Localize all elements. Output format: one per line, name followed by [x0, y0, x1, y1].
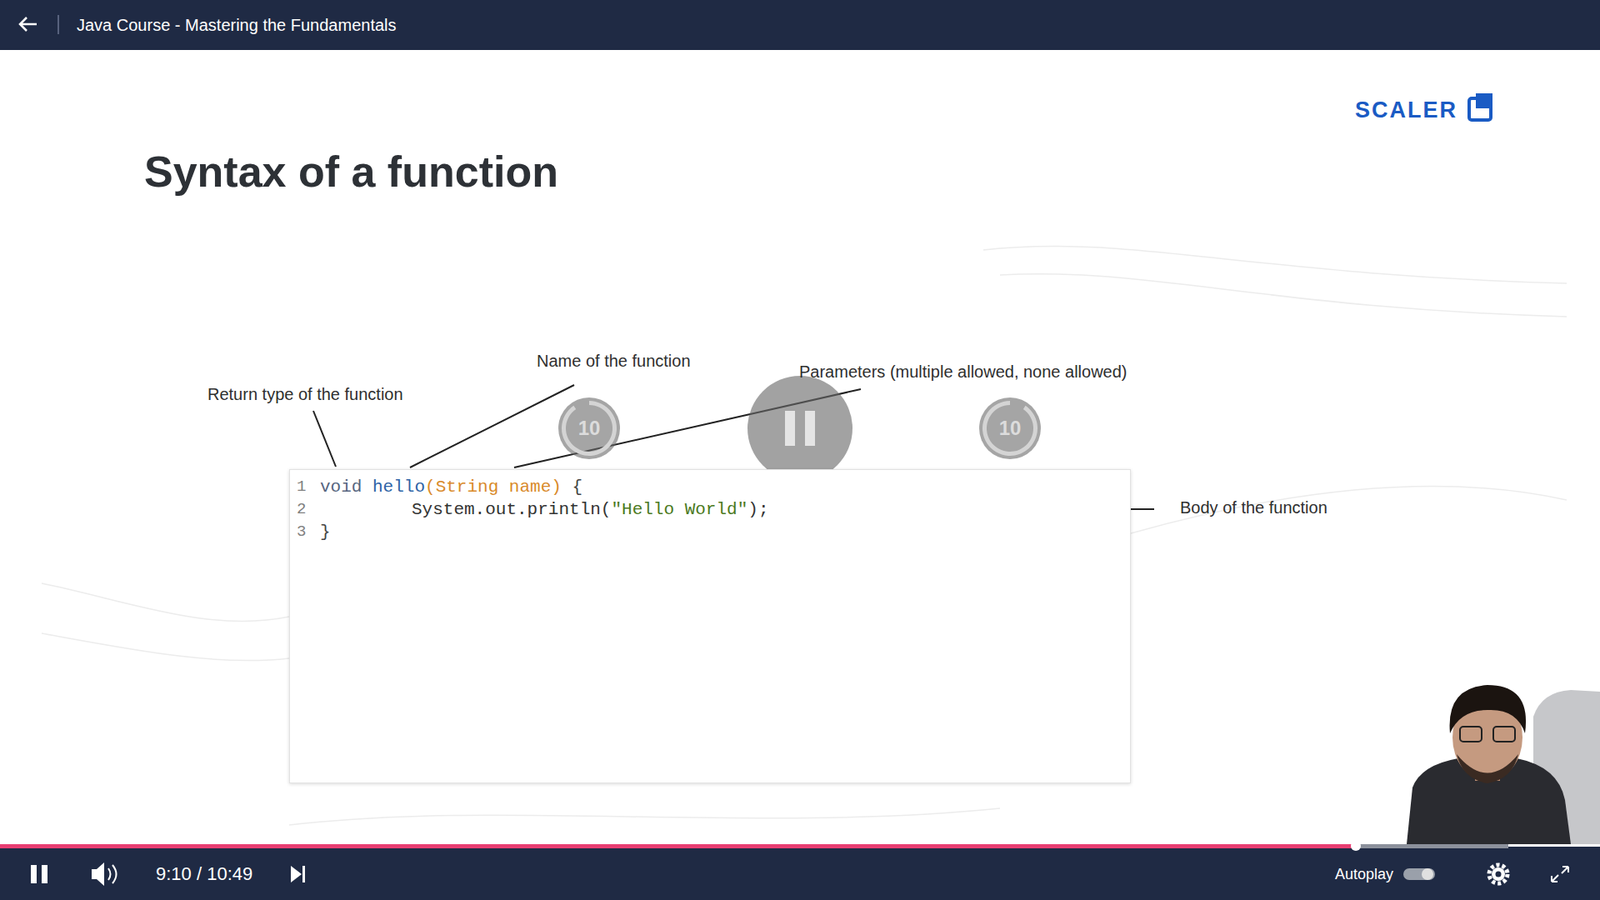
code-line: 1 void hello(String name) { — [290, 475, 1130, 499]
settings-gear-teeth — [1489, 865, 1508, 884]
leader-line — [410, 385, 575, 468]
forward-button: 10 — [976, 395, 1044, 462]
seek-seconds: 10 — [999, 416, 1022, 440]
wave-line — [1130, 485, 1567, 534]
leader-line — [313, 410, 336, 467]
wave-line — [289, 808, 1000, 825]
autoplay-toggle — [1403, 868, 1435, 880]
presenter-video — [1406, 685, 1600, 845]
wave-line — [983, 245, 1567, 284]
code-call: System.out.println( — [411, 498, 611, 521]
seek-ring — [982, 400, 1038, 456]
progress-played — [0, 844, 1356, 849]
callout-label: Return type of the function — [207, 385, 404, 405]
pause-icon — [41, 865, 48, 884]
next-icon-bar — [302, 865, 305, 883]
player-controls: 9:10 / 10:49 Autoplay — [0, 850, 1600, 900]
code-line: 3} — [290, 520, 1130, 544]
settings-gear-hole — [1495, 871, 1502, 878]
callout-label: Parameters (multiple allowed, none allow… — [799, 362, 1128, 382]
beard — [1456, 754, 1519, 784]
pause-bar — [785, 410, 795, 446]
code-parameters: (String name) — [425, 475, 562, 499]
code-tokens: } — [320, 520, 331, 544]
code-line: 2 System.out.println("Hello World"); — [290, 498, 1130, 521]
autoplay-label: Autoplay — [1335, 865, 1394, 884]
top-bar-ground — [0, 0, 1600, 50]
code-tokens: System.out.println("Hello World"); — [411, 498, 770, 521]
fullscreen-icon — [1551, 866, 1569, 882]
callout-label: Body of the function — [1180, 498, 1328, 518]
toggle-knob — [1421, 868, 1434, 880]
line-number: 3 — [296, 520, 306, 544]
volume-icon — [91, 862, 105, 886]
bar-divider — [57, 15, 60, 35]
line-number: 1 — [296, 475, 306, 499]
pause-bar — [805, 410, 815, 446]
seek-seconds: 10 — [578, 416, 601, 440]
wave-line — [1000, 274, 1567, 317]
logo-icon — [1475, 93, 1493, 109]
brand-logo: SCALER — [1355, 97, 1458, 124]
progress-knob — [1350, 840, 1361, 851]
glasses — [1460, 726, 1482, 742]
pause-icon — [30, 865, 37, 884]
volume-waves — [108, 865, 117, 884]
wave-line — [41, 633, 290, 661]
line-number: 2 — [296, 498, 306, 521]
pause-circle — [747, 375, 853, 481]
settings-gear — [1491, 867, 1505, 881]
time-display: 9:10 / 10:49 — [155, 863, 253, 885]
callout-label: Name of the function — [536, 351, 691, 371]
code-punctuation: ); — [747, 498, 769, 521]
code-brace: { — [571, 475, 583, 499]
code-keyword: void — [320, 475, 362, 499]
course-title-bar: Java Course - Mastering the Fundamentals — [0, 0, 1600, 50]
code-brace: } — [320, 520, 331, 544]
course-title: Java Course - Mastering the Fundamentals — [76, 15, 397, 35]
seek-circle-fill — [979, 397, 1041, 460]
glasses — [1493, 726, 1515, 742]
slide-title: Syntax of a function — [144, 146, 559, 197]
seek-ring — [561, 400, 617, 456]
code-box: 1 void hello(String name) {2 System.out.prin… — [289, 469, 1131, 784]
slide-waves — [41, 245, 1567, 825]
code-function-name: hello — [372, 475, 425, 499]
code-string: "Hello World" — [610, 498, 748, 521]
back-arrow — [20, 17, 37, 31]
wave-line — [41, 583, 290, 621]
hair — [1450, 685, 1527, 734]
seek-circle-fill — [558, 397, 620, 460]
progress-track — [0, 844, 1509, 849]
next-icon — [290, 865, 302, 883]
code-tokens: void hello(String name) { — [320, 475, 583, 499]
rewind-button: 10 — [555, 395, 623, 462]
pause-overlay — [747, 375, 853, 481]
controls-ground — [0, 846, 1600, 900]
